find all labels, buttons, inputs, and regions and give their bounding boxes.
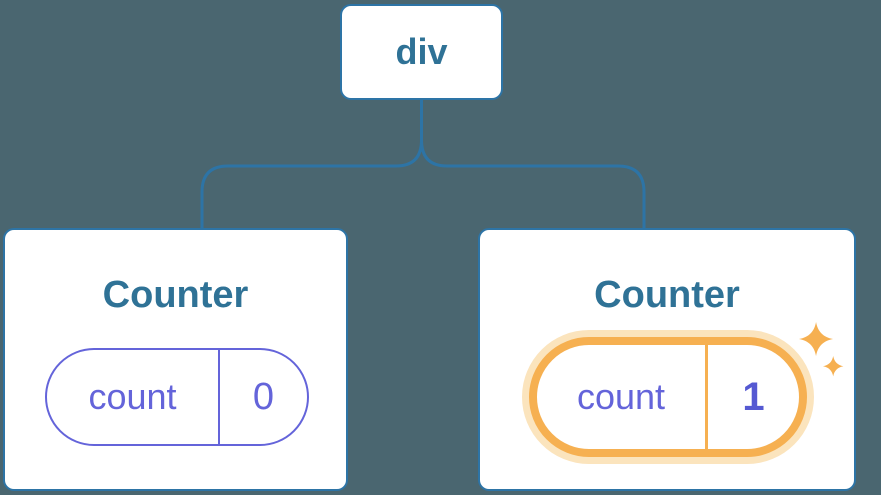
component-name: Counter [102,274,249,316]
state-value-cell: 0 [252,375,275,418]
state-pill-highlighted: count 1 [529,337,807,457]
component-name: Counter [594,274,740,316]
state-key-cell: count [88,376,177,417]
counter-card-2: Counter count 1 [478,228,856,491]
state-key-cell: count [576,376,666,417]
state-value-cell: 1 [742,374,765,419]
pill-divider [218,350,220,444]
root-node-div: div [340,4,503,100]
counter-card-1: Counter count 0 [3,228,348,491]
root-node-label: div [395,31,448,72]
pill-divider [705,345,708,449]
state-pill: count 0 [45,348,309,446]
